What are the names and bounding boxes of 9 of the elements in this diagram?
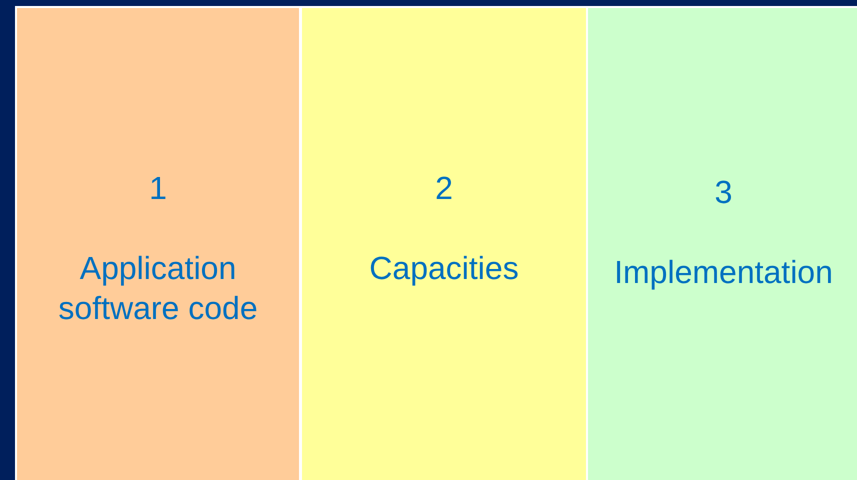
column-number: 3: [714, 173, 732, 212]
column-panel: [300, 6, 588, 480]
column-title: Implementation: [614, 253, 833, 292]
column-panel: [15, 6, 301, 480]
column-title: Application software code: [57, 249, 259, 328]
column-number: 1: [149, 169, 167, 208]
column-number: 2: [435, 169, 453, 208]
column-panel: [586, 6, 857, 480]
column-title: Capacities: [369, 249, 519, 288]
